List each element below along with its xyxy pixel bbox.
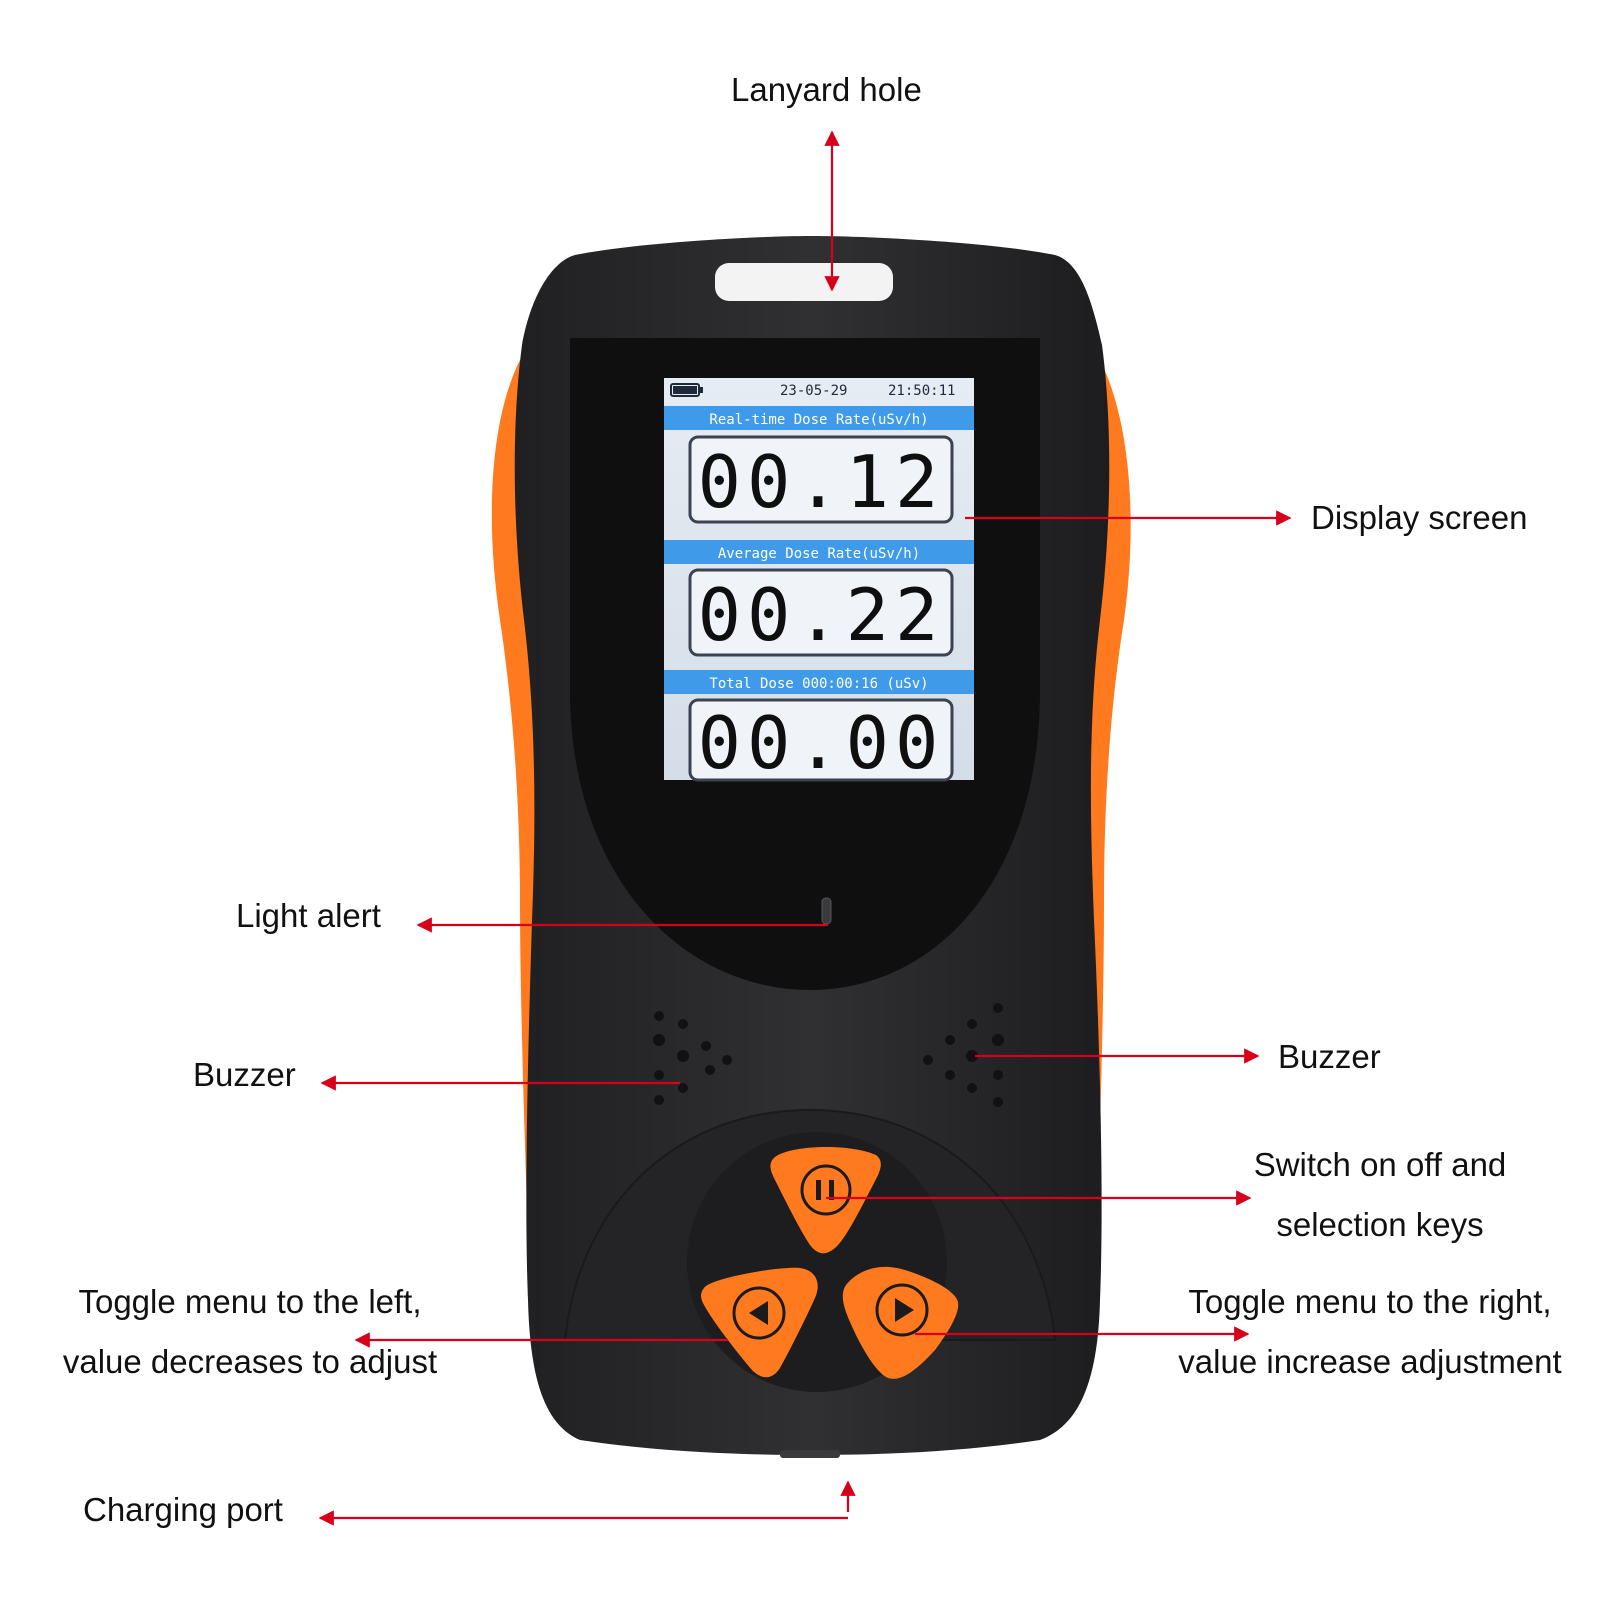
buzzer-right-holes — [923, 1003, 1004, 1107]
label-switch-keys-line2: selection keys — [1276, 1206, 1484, 1243]
label-lanyard-hole: Lanyard hole — [731, 71, 922, 108]
label-toggle-right-line2: value increase adjustment — [1178, 1343, 1562, 1380]
total-title: Total Dose 000:00:16 (uSv) — [709, 676, 928, 692]
realtime-title: Real-time Dose Rate(uSv/h) — [709, 412, 928, 428]
label-charging-port: Charging port — [83, 1491, 283, 1528]
average-title: Average Dose Rate(uSv/h) — [718, 546, 920, 562]
buzzer-left-holes — [653, 1011, 732, 1105]
label-toggle-left: Toggle menu to the left, value decreases… — [40, 1272, 460, 1392]
screen-date: 23-05-29 — [780, 383, 847, 399]
label-display-screen: Display screen — [1311, 499, 1528, 536]
left-key[interactable] — [701, 1267, 818, 1378]
label-toggle-left-line1: Toggle menu to the left, — [78, 1283, 422, 1320]
right-key[interactable] — [842, 1266, 959, 1379]
label-toggle-left-line2: value decreases to adjust — [62, 1343, 438, 1380]
label-light-alert: Light alert — [236, 897, 381, 934]
charging-port — [780, 1450, 840, 1458]
label-switch-keys-line1: Switch on off and — [1253, 1146, 1507, 1183]
total-value: 00.00 — [698, 701, 945, 785]
light-alert-led — [821, 897, 832, 925]
label-toggle-right: Toggle menu to the right, value increase… — [1160, 1272, 1580, 1392]
battery-icon — [670, 383, 700, 397]
power-select-key[interactable] — [770, 1146, 881, 1254]
label-toggle-right-line1: Toggle menu to the right, — [1188, 1283, 1552, 1320]
label-buzzer-left: Buzzer — [193, 1056, 296, 1093]
screen-time: 21:50:11 — [888, 383, 955, 399]
average-header — [664, 540, 974, 564]
lanyard-hole — [715, 263, 893, 301]
realtime-header — [664, 406, 974, 430]
label-buzzer-right: Buzzer — [1278, 1038, 1381, 1075]
label-switch-keys: Switch on off and selection keys — [1220, 1135, 1540, 1255]
display-screen: 23-05-29 21:50:11 Real-time Dose Rate(uS… — [664, 378, 974, 785]
average-value: 00.22 — [698, 573, 945, 657]
total-header — [664, 670, 974, 694]
realtime-value: 00.12 — [698, 440, 945, 524]
